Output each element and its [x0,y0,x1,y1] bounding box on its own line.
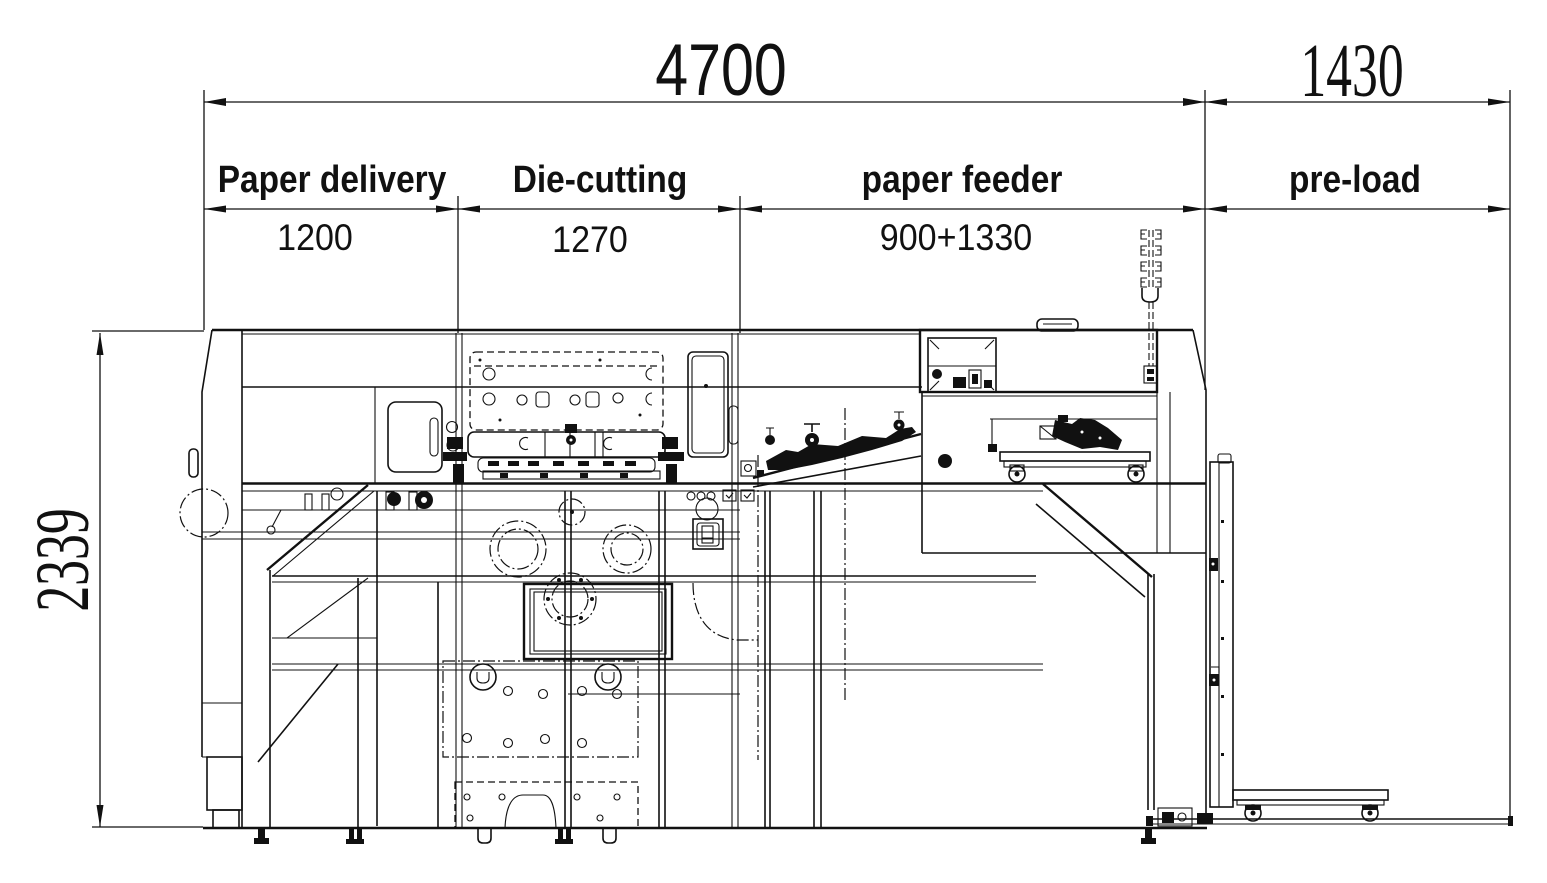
feeder-head-box [918,318,1159,397]
pile-cart [999,451,1151,483]
preload-backstop-panel [1209,453,1234,808]
extension-lines [92,90,1511,828]
section-value-paper-delivery: 1200 [277,217,353,259]
side-handle [188,448,199,478]
lower-bolt-plate [442,660,639,758]
delivery-door [387,401,443,473]
overall-width-value: 4700 [655,30,787,111]
panel-handle-slot [728,405,739,445]
inspection-window [927,337,997,393]
section-value-die-cutting: 1270 [552,219,628,261]
center-panel [687,351,739,458]
suction-rod [1140,229,1162,384]
machine-outline [188,328,1207,830]
door-handle-slot [429,417,439,457]
cutting-bar-assembly [443,424,684,484]
base-bracket [1157,807,1213,827]
preload-unit [1146,453,1513,827]
base-access-panel [454,781,639,829]
section-label-pre-load: pre-load [1289,158,1421,200]
section-label-die-cutting: Die-cutting [513,158,688,200]
section-label-paper-delivery: Paper delivery [218,158,447,200]
carry-handle [1036,318,1079,332]
locator-dot [938,454,952,468]
paper-feeder-unit [740,229,1206,554]
preload-width-dimension: 1430 [1205,29,1510,114]
floor-rail [1146,816,1513,826]
feeder-body [921,392,1206,554]
lifting-point-symbol [594,663,622,691]
preload-width-value: 1430 [1300,29,1403,113]
dimension-annotations: 4700 1430 Paper delivery Die-c [21,29,1511,828]
die-cutting-unit [442,333,846,829]
height-dimension: 2339 [21,333,106,827]
section-value-paper-feeder: 900+1330 [880,217,1032,259]
registration-mechanism [1039,415,1122,450]
section-dimension-row: Paper delivery Die-cutting paper feeder … [204,158,1510,260]
control-box [686,489,755,550]
safety-railing [257,483,1155,828]
section-label-paper-feeder: paper feeder [862,158,1063,200]
machine-feet [254,829,1156,844]
feed-ramp [740,411,922,488]
lifting-point-symbol [469,663,497,691]
flywheel-centerline [179,488,229,538]
overall-width-dimension: 4700 [204,30,1510,111]
overall-height-value: 2339 [21,508,105,611]
die-cylinders [489,498,652,626]
paper-delivery-unit [179,401,460,538]
feed-mechanism [766,427,916,470]
machine-drawing [179,229,1513,844]
die-chamber-frame [522,582,674,661]
preload-dolly [1232,789,1389,822]
die-panel [469,351,664,431]
